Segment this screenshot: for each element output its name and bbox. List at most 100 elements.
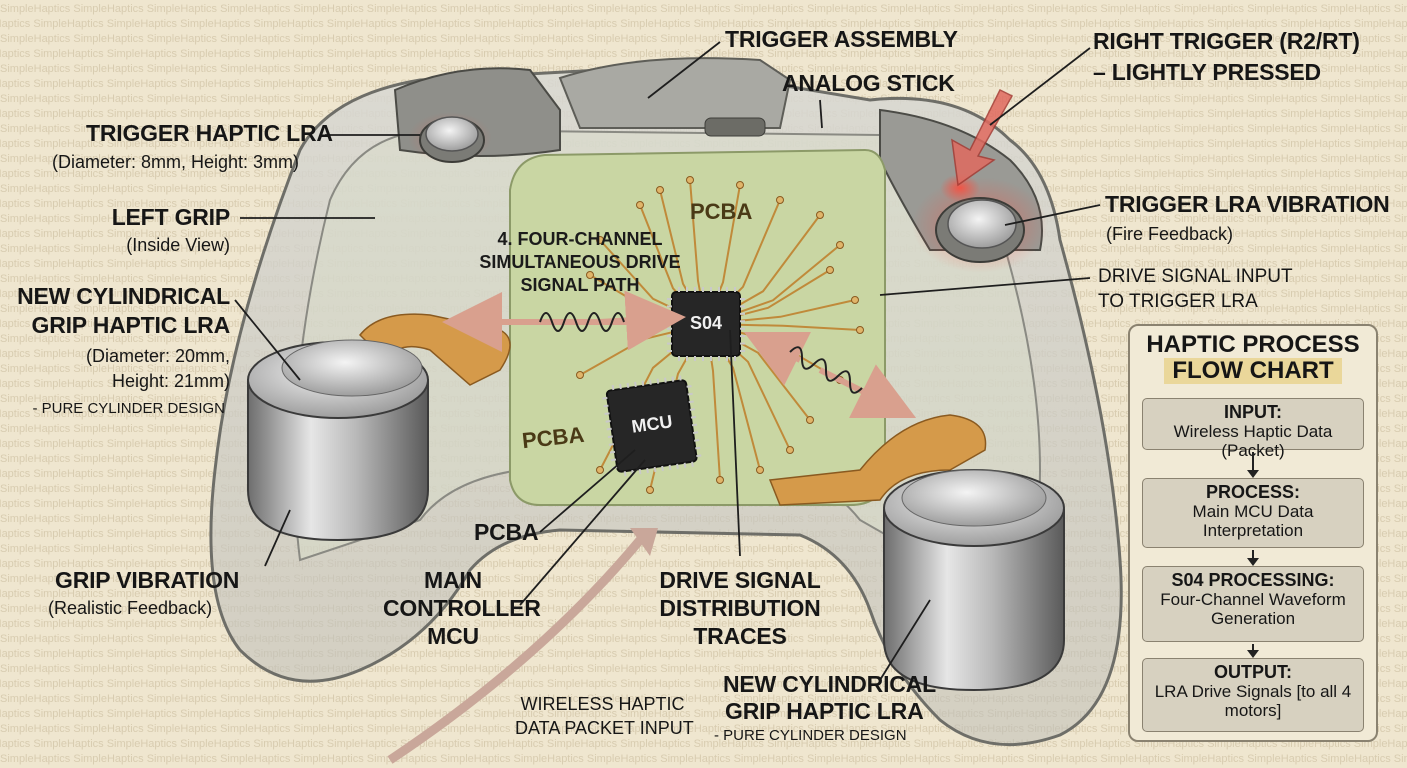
- chip-pin: [694, 439, 700, 442]
- wireless-input-arrow: [387, 537, 644, 764]
- label-drive-traces-line2: DISTRIBUTION: [659, 595, 821, 621]
- chip-pin: [740, 312, 745, 315]
- label-wireless-line2: DATA PACKET INPUT: [515, 718, 694, 738]
- chip-pin: [740, 335, 745, 338]
- label-main-controller-line3: MCU: [427, 623, 479, 649]
- s04-chip: [667, 287, 745, 361]
- label-drive-traces-line3: TRACES: [693, 623, 787, 649]
- pcb-via: [586, 271, 594, 279]
- label-drive-input-line2: TO TRIGGER LRA: [1098, 291, 1258, 312]
- haptic-process-flow-chart: HAPTIC PROCESS FLOW CHART INPUT: Wireles…: [1128, 324, 1378, 742]
- flow-arrow-2: [1247, 550, 1259, 566]
- watermark-row: SimpleHaptics SimpleHaptics SimpleHaptic…: [0, 18, 1407, 30]
- pcb-via: [576, 371, 584, 379]
- label-new-lra-right-design: - PURE CYLINDER DESIGN: [714, 727, 907, 744]
- label-trigger-lra-vibration-sub: (Fire Feedback): [1106, 224, 1234, 244]
- pcb-via: [836, 241, 844, 249]
- flow-step-s04-title: S04 PROCESSING:: [1171, 570, 1335, 590]
- flow-step-output: OUTPUT: LRA Drive Signals [to all 4 moto…: [1142, 658, 1364, 732]
- chip-pin: [696, 454, 702, 458]
- chip-pin: [641, 380, 645, 386]
- label-analog-stick: ANALOG STICK: [782, 70, 955, 96]
- flow-step-s04-body: Four-Channel Waveform Generation: [1160, 590, 1346, 629]
- label-trigger-lra-vibration: TRIGGER LRA VIBRATION: [1105, 191, 1390, 217]
- chip-pin: [686, 287, 688, 292]
- label-trigger-haptic-lra-dims: (Diameter: 8mm, Height: 3mm): [52, 152, 300, 172]
- chip-pin: [702, 287, 704, 292]
- chip-pin: [740, 305, 745, 308]
- label-four-channel-line3: SIGNAL PATH: [520, 275, 640, 295]
- chip-pin: [687, 392, 693, 396]
- flow-step-output-body: LRA Drive Signals [to all 4 motors]: [1154, 682, 1352, 721]
- flex-cable-right: [768, 414, 987, 506]
- label-wireless-line1: WIRELESS HAPTIC: [520, 694, 685, 714]
- signal-path-right: [743, 331, 917, 419]
- chip-pin: [603, 404, 609, 408]
- chip-pin: [691, 423, 698, 427]
- chip-pin: [740, 342, 745, 345]
- flow-step-output-title: OUTPUT:: [1214, 662, 1292, 682]
- chip-pin: [656, 378, 660, 384]
- label-new-lra-left-line2: GRIP HAPTIC LRA: [31, 312, 231, 338]
- watermark-row: SimpleHaptics SimpleHaptics SimpleHaptic…: [0, 738, 1407, 750]
- chip-pin: [604, 412, 610, 416]
- chip-pin: [676, 463, 679, 469]
- trigger-haptic-lra-left: [408, 112, 492, 164]
- label-main-controller-line1: MAIN: [424, 567, 482, 593]
- flow-arrow-3: [1247, 644, 1259, 658]
- label-trigger-haptic-lra: TRIGGER HAPTIC LRA: [86, 120, 333, 146]
- chip-pin: [667, 305, 672, 308]
- label-new-lra-left-design: - PURE CYLINDER DESIGN: [32, 400, 225, 417]
- flow-step-s04: S04 PROCESSING: Four-Channel Waveform Ge…: [1142, 566, 1364, 642]
- pcb-via: [856, 326, 864, 334]
- mcu-chip: [602, 375, 702, 477]
- label-grip-vibration-sub: (Realistic Feedback): [48, 598, 213, 618]
- pcb-via: [686, 176, 694, 184]
- label-right-trigger-line2: – LIGHTLY PRESSED: [1093, 59, 1321, 85]
- chip-pin: [667, 298, 672, 300]
- leader-lines: [234, 41, 1101, 681]
- pcb-via: [716, 476, 724, 484]
- chip-pin: [694, 287, 696, 292]
- chip-pin: [609, 450, 616, 454]
- chip-pin: [668, 464, 672, 470]
- chip-pin: [688, 400, 694, 404]
- chip-pin: [664, 377, 667, 383]
- flow-arrow-1: [1247, 452, 1259, 478]
- chip-pin: [695, 446, 701, 450]
- chip-pin: [689, 408, 695, 411]
- chip-pin: [691, 461, 694, 467]
- chip-pin: [740, 350, 745, 352]
- chip-pin: [619, 383, 622, 390]
- chip-pin: [649, 379, 652, 385]
- chip-pin: [634, 381, 637, 387]
- label-trigger-assembly: TRIGGER ASSEMBLY: [725, 26, 958, 52]
- flow-step-input-title: INPUT:: [1224, 402, 1282, 422]
- label-chip-s04: S04: [689, 313, 723, 333]
- wireless-input-arrowhead: [630, 528, 658, 556]
- chip-pin: [667, 342, 672, 345]
- chip-pin: [646, 467, 649, 474]
- trigger-haptic-lra-right: [912, 174, 1048, 273]
- label-drive-traces-line1: DRIVE SIGNAL: [659, 567, 821, 593]
- chip-pin: [740, 320, 745, 323]
- pcb-via: [806, 416, 814, 424]
- chip-pin: [686, 385, 692, 388]
- flow-chart-title-line2: FLOW CHART: [1164, 357, 1342, 384]
- chip-pin: [734, 287, 736, 292]
- pcb-via: [636, 201, 644, 209]
- pcb-via: [596, 466, 604, 474]
- pcb-via: [596, 236, 604, 244]
- pcb-via: [826, 266, 834, 274]
- label-new-lra-left-line1: NEW CYLINDRICAL: [17, 283, 230, 309]
- label-left-grip-sub: (Inside View): [126, 235, 230, 255]
- watermark-row: SimpleHaptics SimpleHaptics SimpleHaptic…: [0, 33, 1407, 45]
- chip-pin: [653, 466, 657, 473]
- chip-pin: [702, 356, 704, 361]
- pcb-via: [816, 211, 824, 219]
- flow-step-process-title: PROCESS:: [1205, 482, 1301, 502]
- label-new-lra-left-dims1: (Diameter: 20mm,: [85, 346, 230, 366]
- label-grip-vibration: GRIP VIBRATION: [55, 567, 240, 593]
- label-new-lra-left-dims2: Height: 21mm): [111, 371, 230, 391]
